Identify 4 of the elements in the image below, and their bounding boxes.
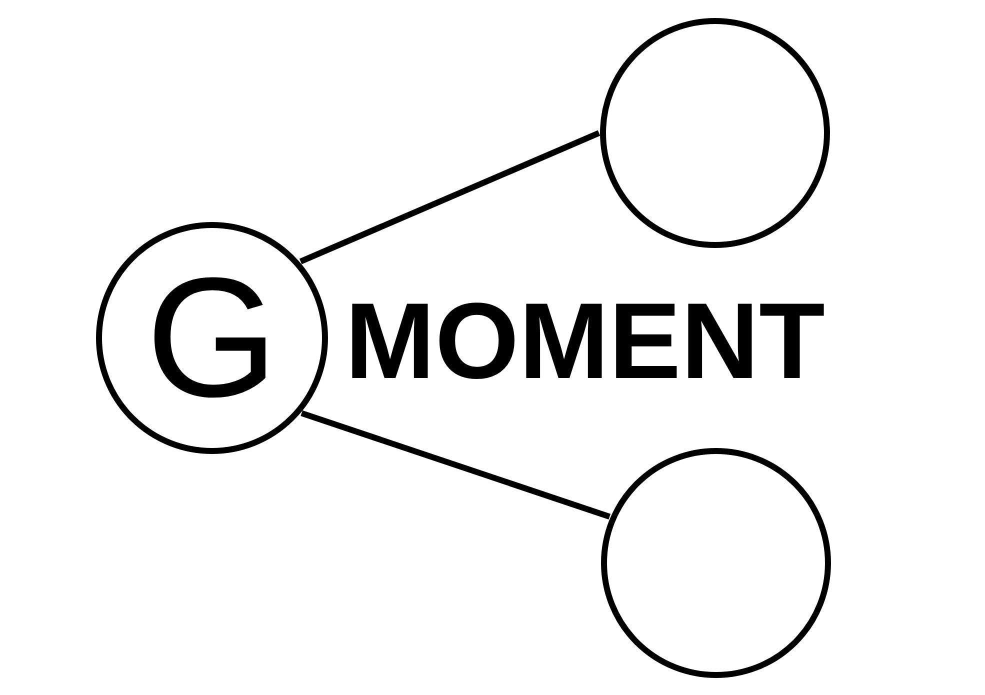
circle-letter: G	[146, 253, 278, 423]
connector-line	[300, 410, 611, 520]
heading-word: MOMENT	[345, 287, 825, 395]
connector-line	[299, 130, 600, 264]
